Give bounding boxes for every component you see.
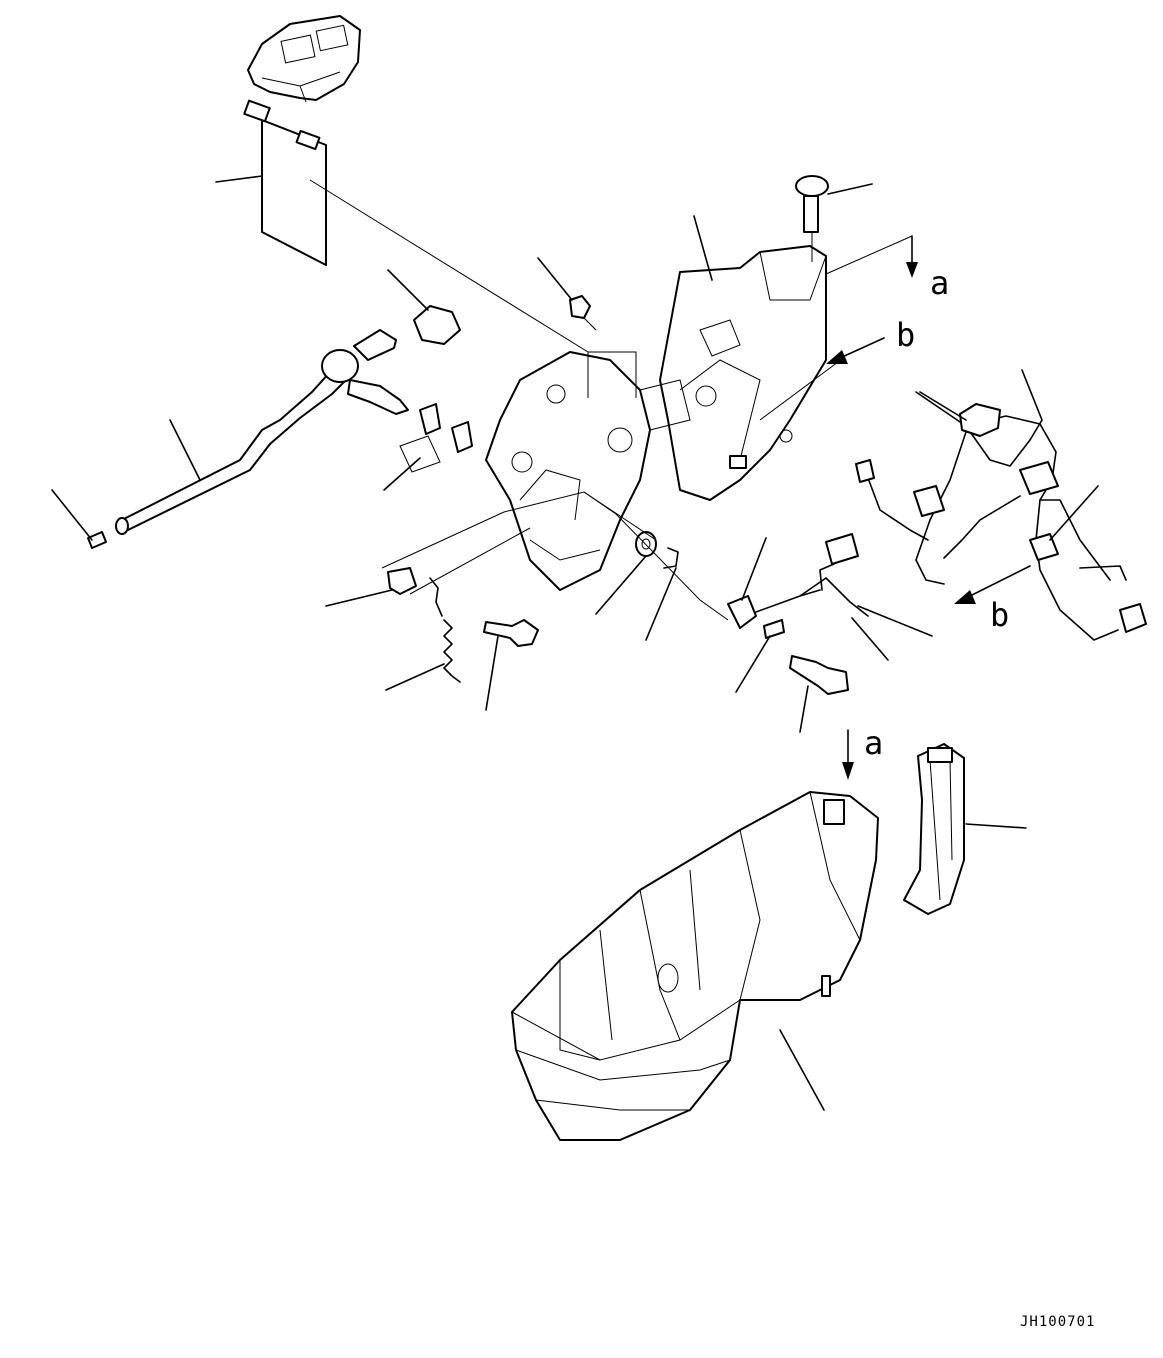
top-mounting-plate (247, 15, 361, 103)
e-clip (663, 547, 679, 569)
lever-rod (115, 329, 409, 535)
view-label-a-bottom: a (864, 724, 883, 762)
spring-assembly (387, 567, 461, 683)
cover-sheet (243, 99, 327, 266)
view-arrow-a-top: a (825, 235, 949, 302)
wiring-harness (855, 391, 1147, 641)
pin-bolt (483, 619, 539, 647)
bolt-top (795, 175, 829, 262)
bolt-lower (789, 655, 849, 695)
switch-harness (727, 533, 869, 639)
lever-knob (413, 305, 461, 345)
leader-lines (51, 175, 1099, 1111)
clip-small (569, 295, 597, 331)
view-label-a-top: a (930, 264, 949, 302)
view-arrow-b-right: b (954, 565, 1031, 634)
bushing-pair (399, 403, 473, 473)
drawing-id: JH100701 (1020, 1314, 1095, 1330)
side-cover (903, 743, 965, 915)
main-bracket (485, 245, 827, 591)
view-label-b-top: b (896, 316, 915, 354)
view-arrow-a-bottom: a (842, 724, 883, 780)
screw-left (87, 531, 107, 549)
lower-housing (511, 791, 879, 1141)
view-arrow-b-top: b (759, 316, 915, 421)
view-label-b-right: b (990, 596, 1009, 634)
